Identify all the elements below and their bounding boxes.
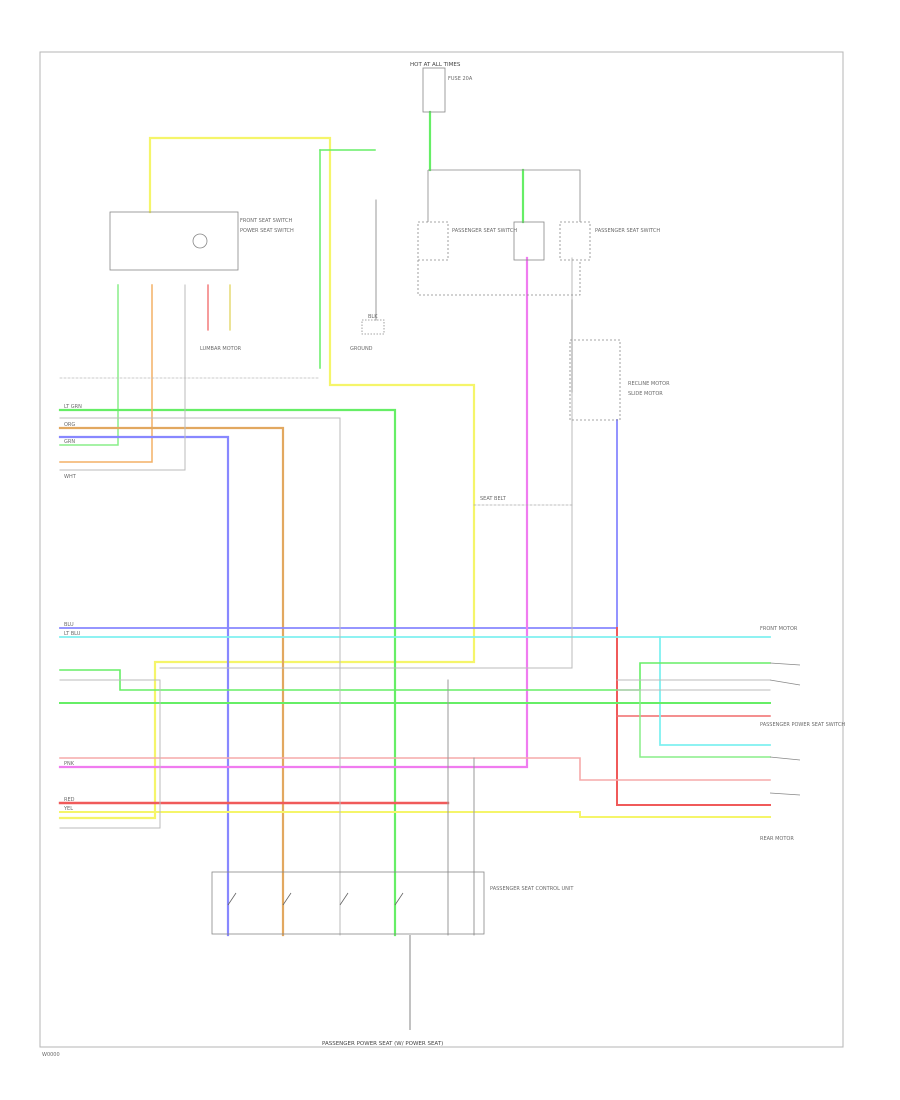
wire-yellow-top <box>58 136 476 820</box>
power-seat-sw-label: POWER SEAT SWITCH <box>240 228 294 234</box>
wire-gray-4 <box>159 257 573 669</box>
wire-label-red: RED <box>64 797 75 803</box>
wire-blue-right <box>59 419 618 629</box>
right-switch-1 <box>769 662 801 666</box>
bottom-switch-c <box>339 892 349 906</box>
relay-box-2 <box>513 221 545 261</box>
relay-box-3 <box>559 221 591 261</box>
motor-symbol <box>192 233 208 249</box>
fuse-label: FUSE 20A <box>448 76 473 82</box>
footer-id: W0000 <box>42 1052 60 1058</box>
wire-magenta <box>58 256 529 769</box>
recline-motor-label: RECLINE MOTOR <box>628 381 670 387</box>
wire-label-ltgrn: LT GRN <box>64 404 82 410</box>
wire-label-ltblu: LT BLU <box>64 631 81 637</box>
lumbar-motor-label: LUMBAR MOTOR <box>200 346 242 352</box>
diagram-border <box>39 51 844 1048</box>
passenger-seat-switch-1: PASSENGER SEAT SWITCH <box>452 228 517 234</box>
bottom-switches <box>227 892 411 1030</box>
bottom-switch-block <box>211 871 485 935</box>
rear-motor-label: REAR MOTOR <box>760 836 794 842</box>
wire-orange-2 <box>58 426 285 937</box>
wire-gray-2 <box>59 417 341 936</box>
wire-label-org: ORG <box>64 422 75 428</box>
wire-label-pnk: PNK <box>64 761 75 767</box>
wire-orange-1 <box>59 284 153 463</box>
bottom-switch-a <box>227 892 237 906</box>
wire-blue-main <box>58 435 230 937</box>
bottom-switch-d <box>394 892 404 906</box>
passenger-seat-switch-2: PASSENGER SEAT SWITCH <box>595 228 660 234</box>
wire-label-blk: BLK <box>368 314 378 320</box>
wire-green-main <box>58 408 397 937</box>
ground-box <box>361 319 385 335</box>
top-fuse-box <box>422 67 446 113</box>
seat-switch-box <box>109 211 239 271</box>
wire-cyan-2 <box>659 636 771 746</box>
ground-label: GROUND <box>350 346 373 352</box>
relay-box-1 <box>417 221 449 261</box>
wire-gray-3 <box>59 679 161 829</box>
wire-gray-1 <box>59 284 186 471</box>
front-seat-switch-label: FRONT SEAT SWITCH <box>240 218 293 224</box>
right-switch-3 <box>769 756 801 761</box>
right-switch-2 <box>769 679 801 686</box>
wire-label-blu: BLU <box>64 622 74 628</box>
bottom-caption: PASSENGER POWER SEAT (W/ POWER SEAT) <box>322 1041 443 1047</box>
wire-green-seat <box>59 284 119 446</box>
wire-label-wht: WHT <box>64 474 77 480</box>
wire-salmon <box>59 757 771 781</box>
wire-label-yel: YEL <box>63 806 73 812</box>
wire-green-right-1 <box>59 662 771 691</box>
wire-green-right-3 <box>639 689 771 758</box>
components <box>109 67 801 935</box>
slide-motor-label: SLIDE MOTOR <box>628 391 663 397</box>
passenger-power-seat-sw-label: PASSENGER POWER SEAT SWITCH <box>760 722 845 728</box>
top-bus-line <box>428 169 581 222</box>
front-motor-label: FRONT MOTOR <box>760 626 798 632</box>
wire-group <box>58 110 771 937</box>
top-power-label: HOT AT ALL TIMES <box>410 62 461 68</box>
wire-red-right <box>616 627 771 806</box>
passenger-seat-control-label: PASSENGER SEAT CONTROL UNIT <box>490 886 574 892</box>
wire-label-grn: GRN <box>64 439 75 445</box>
relay-link <box>417 260 581 296</box>
bottom-switch-b <box>282 892 292 906</box>
wire-yellow-right <box>59 811 771 818</box>
seat-belt-label: SEAT BELT <box>480 496 507 502</box>
right-relay-box <box>569 339 621 421</box>
right-switch-4 <box>769 792 801 796</box>
